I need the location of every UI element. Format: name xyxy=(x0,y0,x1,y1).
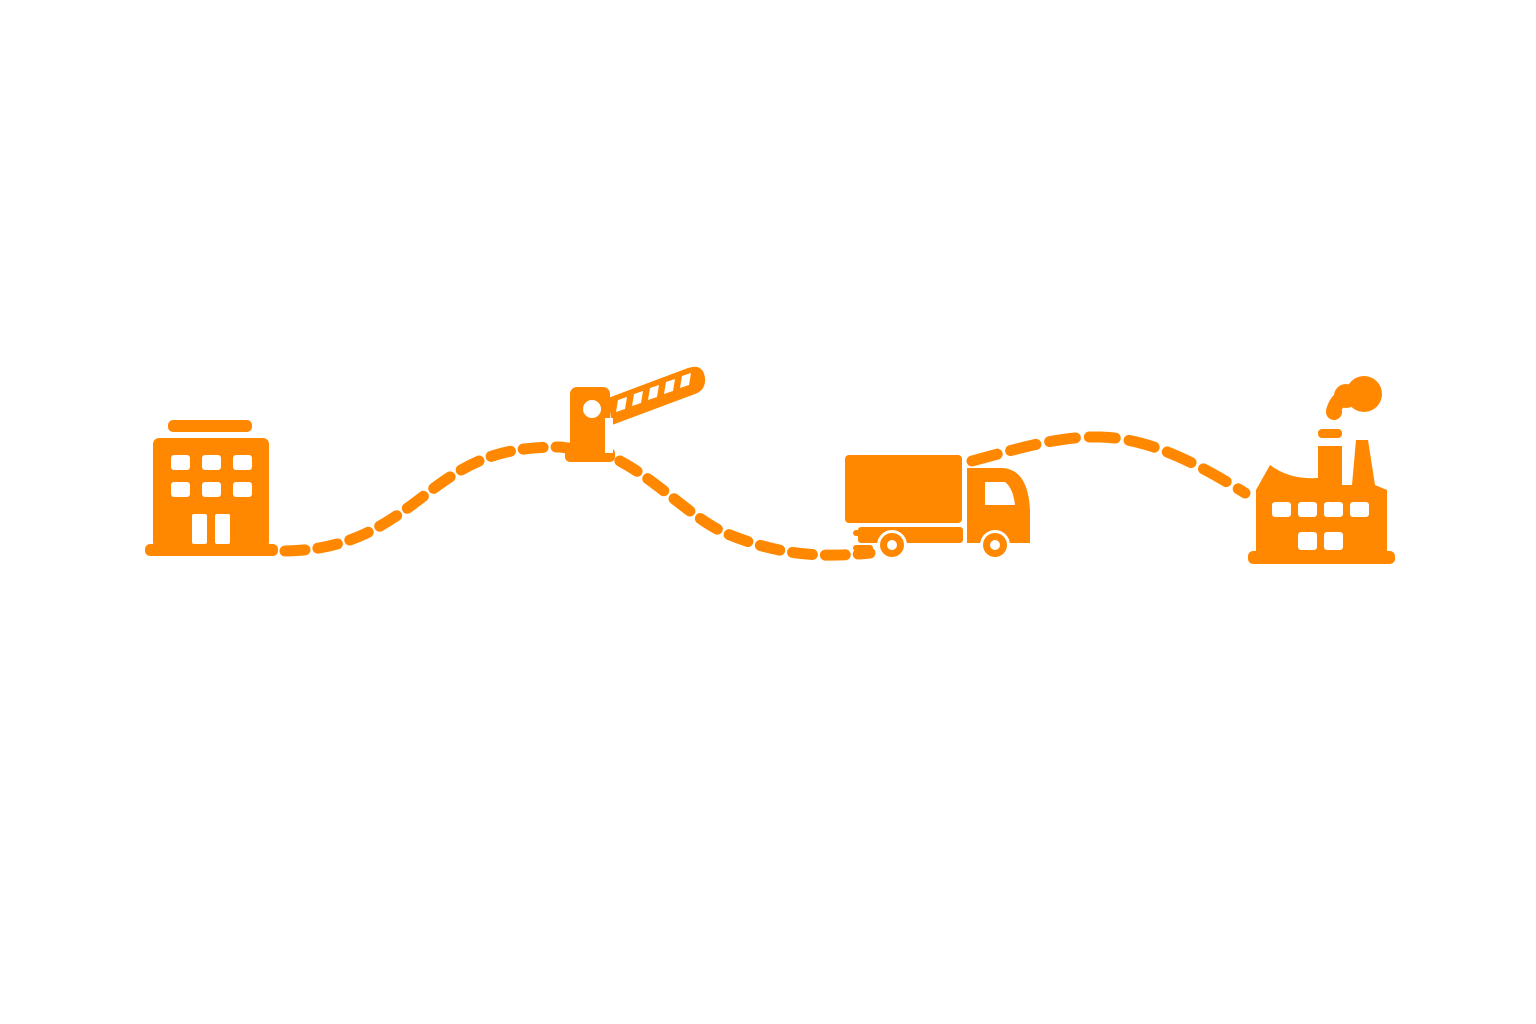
barrier-gate-icon xyxy=(565,366,706,462)
delivery-truck-icon xyxy=(845,455,1030,560)
dashed-route-path xyxy=(279,441,876,561)
factory-icon xyxy=(1248,376,1395,564)
office-building-icon xyxy=(145,420,278,556)
dashed-route-path-2 xyxy=(966,431,1251,499)
